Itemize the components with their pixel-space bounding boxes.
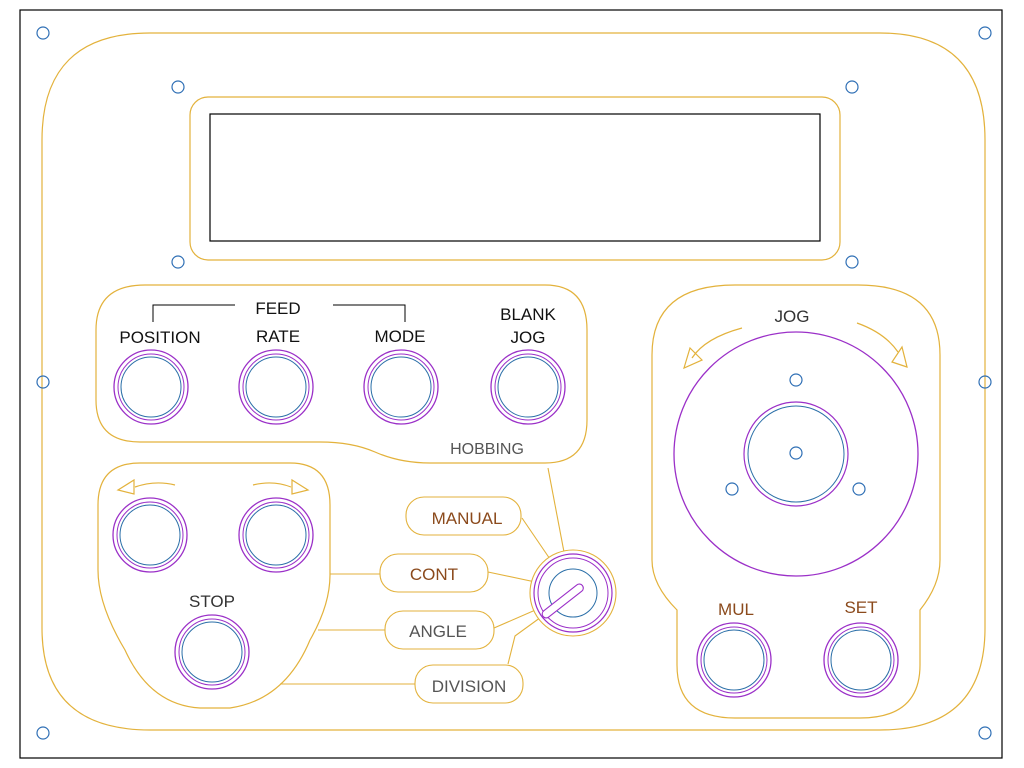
feed-label: FEED <box>255 299 300 318</box>
hole-icon <box>789 446 803 460</box>
rotate-left-button[interactable] <box>112 497 188 573</box>
hole-icon <box>789 373 803 387</box>
arrow-right-icon <box>856 322 899 353</box>
set-label: SET <box>844 598 877 617</box>
hole-icon <box>171 80 185 94</box>
top-button-group <box>95 284 588 464</box>
stop-label: STOP <box>189 592 235 611</box>
mode-button[interactable] <box>363 349 439 425</box>
panel-frame <box>19 9 1003 759</box>
arrow-right-icon <box>891 345 908 368</box>
hole-icon <box>852 482 866 496</box>
mul-button[interactable] <box>696 622 772 698</box>
set-button[interactable] <box>823 622 899 698</box>
hole-icon <box>978 375 992 389</box>
hole-icon <box>171 255 185 269</box>
knob-pointer-icon <box>541 583 584 619</box>
cont-label: CONT <box>410 565 458 584</box>
display-screen <box>209 113 821 242</box>
mode-label: MODE <box>375 327 426 346</box>
angle-label: ANGLE <box>409 622 467 641</box>
feed-bracket-right <box>333 304 406 322</box>
feed-rate-button[interactable] <box>238 349 314 425</box>
arrow-left-icon <box>116 478 135 495</box>
display-bezel <box>189 96 841 261</box>
mode-selector-knob[interactable] <box>529 549 617 637</box>
blank-label: BLANK <box>500 305 556 324</box>
angle-tag <box>384 610 495 650</box>
hole-icon <box>36 726 50 740</box>
manual-tag <box>405 496 522 536</box>
hole-icon <box>845 255 859 269</box>
mounting-holes <box>36 26 992 740</box>
jog-wheel[interactable] <box>673 331 919 577</box>
hole-icon <box>725 482 739 496</box>
hole-icon <box>845 80 859 94</box>
mul-label: MUL <box>718 600 754 619</box>
hobbing-label: HOBBING <box>450 441 524 458</box>
direction-button-group <box>97 462 331 709</box>
hole-icon <box>36 375 50 389</box>
panel-outline <box>41 32 986 731</box>
arrow-left-icon <box>134 482 176 488</box>
jog-group-outline <box>651 284 941 719</box>
arrow-right-icon <box>291 478 310 495</box>
arrow-left-icon <box>691 327 743 359</box>
blank-jog-button[interactable] <box>490 349 566 425</box>
division-tag <box>414 664 524 704</box>
rate-label: RATE <box>256 327 300 346</box>
division-label: DIVISION <box>432 677 507 696</box>
rotate-right-button[interactable] <box>238 497 314 573</box>
position-button[interactable] <box>113 349 189 425</box>
stop-button[interactable] <box>174 614 250 690</box>
manual-label: MANUAL <box>432 509 503 528</box>
arrow-right-icon <box>252 482 292 488</box>
hole-icon <box>36 26 50 40</box>
cont-tag <box>379 553 489 593</box>
arrow-left-icon <box>683 346 704 370</box>
position-label: POSITION <box>119 328 200 347</box>
jog-label: JOG <box>775 307 810 326</box>
hole-icon <box>978 726 992 740</box>
blank-jog-label: JOG <box>511 328 546 347</box>
hole-icon <box>978 26 992 40</box>
feed-bracket-left <box>152 304 235 322</box>
selector-leader-lines <box>280 467 565 685</box>
